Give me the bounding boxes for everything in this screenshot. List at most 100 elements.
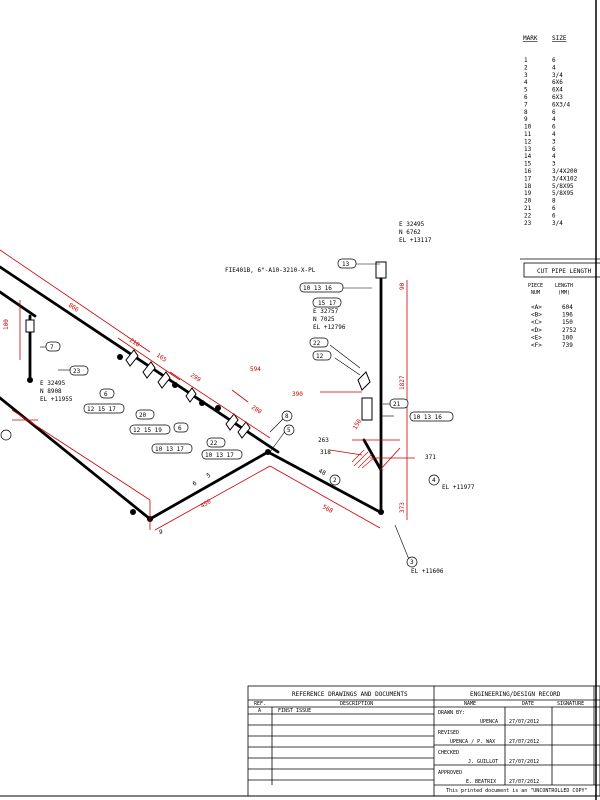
dim-371: 371 <box>425 454 436 461</box>
mark-value: 11 <box>524 131 532 138</box>
mark-value: 10 <box>524 124 532 131</box>
svg-text:12 15 17: 12 15 17 <box>87 406 116 413</box>
callout-circle-5: 5 <box>283 424 295 436</box>
mark-value: 20 <box>524 198 532 205</box>
size-value: 3 <box>552 138 556 145</box>
revised-name: UPENCA / P. WAX <box>450 739 495 745</box>
dim-1827: 1827 <box>399 375 406 390</box>
size-value: 4 <box>552 64 556 71</box>
coord-1-el: EL +13117 <box>399 237 432 244</box>
size-value: 3/4X102 <box>552 175 578 182</box>
mark-value: 7 <box>524 101 528 108</box>
ref-header: REF. <box>254 701 266 707</box>
size-value: 4 <box>552 153 556 160</box>
drawn-by-name: UPENCA <box>480 719 498 725</box>
callout-10-13-17-left: 10 13 17 <box>151 443 193 454</box>
dim-373: 373 <box>399 502 406 513</box>
dim-280: 280 <box>250 404 263 416</box>
piece-num: <F> <box>531 342 542 349</box>
svg-text:20: 20 <box>139 412 147 419</box>
svg-text:10 13 16: 10 13 16 <box>413 414 442 421</box>
length-header-line1: LENGTH <box>555 283 573 289</box>
pipe-elbow-segment <box>362 438 383 472</box>
coord-3-e: E 32495 <box>40 380 66 387</box>
coord-1-e: E 32495 <box>399 221 425 228</box>
mark-value: 17 <box>524 175 532 182</box>
mark-value: 5 <box>524 87 528 94</box>
coord-1-n: N 6762 <box>399 229 421 236</box>
size-value: 6X3 <box>552 94 563 101</box>
signature-header: SIGNATURE <box>557 701 584 707</box>
revised-role: REVISED <box>438 730 459 736</box>
mark-header: MARK <box>523 35 538 42</box>
dimension-lines <box>0 249 415 531</box>
dim-165: 165 <box>155 352 168 364</box>
checked-date: 27/07/2012 <box>509 759 539 765</box>
description-header: DESCRIPTION <box>340 701 373 707</box>
svg-text:10 13 17: 10 13 17 <box>155 446 184 453</box>
size-value: 4 <box>552 131 556 138</box>
drawing-annotations: FIE401B, 6"-A10-3210-X-PL E 32495 N 6762… <box>0 221 475 575</box>
dim-90: 90 <box>399 282 406 290</box>
ref-a: A <box>258 708 261 714</box>
callout-22-right: 22 <box>309 337 329 348</box>
size-value: 6X6 <box>552 79 563 86</box>
callout-15-17: 15 17 <box>312 297 342 308</box>
callout-12-15-17: 12 15 17 <box>83 403 125 414</box>
svg-text:22: 22 <box>210 440 218 447</box>
callout-22-bottom: 22 <box>206 437 226 448</box>
mark-value: 23 <box>524 220 532 227</box>
piece-num: <A> <box>531 304 542 311</box>
svg-text:7: 7 <box>50 344 54 351</box>
piece-num: <B> <box>531 312 542 319</box>
mark-value: 16 <box>524 168 532 175</box>
approved-role: APPROVED <box>438 770 462 776</box>
mark-value: 3 <box>524 72 528 79</box>
size-value: 8 <box>552 198 556 205</box>
piece-length: 604 <box>562 304 573 311</box>
size-value: 6 <box>552 212 556 219</box>
svg-text:8: 8 <box>285 413 289 420</box>
pipe-lower-run <box>0 396 152 521</box>
title-block-text: REFERENCE DRAWINGS AND DOCUMENTS REF. DE… <box>254 691 587 794</box>
callout-20: 20 <box>135 409 155 420</box>
size-value: 5/8X95 <box>552 190 574 197</box>
svg-text:4: 4 <box>432 477 436 484</box>
length-header-line2: (MM) <box>558 290 570 296</box>
size-value: 6 <box>552 205 556 212</box>
callout-21: 21 <box>389 398 409 409</box>
dim-150: 150 <box>352 418 364 431</box>
svg-text:22: 22 <box>313 340 321 347</box>
mark-value: 14 <box>524 153 532 160</box>
svg-text:13: 13 <box>342 261 350 268</box>
piece-length: 2752 <box>562 327 577 334</box>
piece-length: 196 <box>562 312 573 319</box>
dim-6: 6 <box>192 480 199 488</box>
piece-num: <E> <box>531 334 542 341</box>
coord-3-el: EL +11955 <box>40 396 73 403</box>
cut-pipe-rows: <A>604<B>196<C>150<D>2752<E>100<F>739 <box>531 304 577 349</box>
drawn-by-date: 27/07/2012 <box>509 719 539 725</box>
callout-circle-3-left <box>0 429 12 441</box>
size-value: 3/4 <box>552 220 563 227</box>
engineering-title: ENGINEERING/DESIGN RECORD <box>470 691 561 698</box>
piece-header-line2: NUM <box>531 290 540 296</box>
size-header: SIZE <box>552 35 567 42</box>
checked-name: J. GUILLOT <box>468 759 498 765</box>
mark-value: 1 <box>524 57 528 64</box>
size-value: 3/4X200 <box>552 168 578 175</box>
svg-text:2: 2 <box>333 477 337 484</box>
callout-10-13-16-mid: 10 13 16 <box>409 411 454 422</box>
size-value: 6 <box>552 109 556 116</box>
callout-13: 13 <box>337 258 357 269</box>
mark-value: 21 <box>524 205 532 212</box>
date-header: DATE <box>522 701 534 707</box>
svg-text:15 17: 15 17 <box>318 300 336 307</box>
mark-value: 12 <box>524 138 532 145</box>
piece-num: <D> <box>531 327 542 334</box>
callout-6-left: 6 <box>99 388 115 399</box>
mark-value: 19 <box>524 190 532 197</box>
svg-text:3: 3 <box>410 559 414 566</box>
